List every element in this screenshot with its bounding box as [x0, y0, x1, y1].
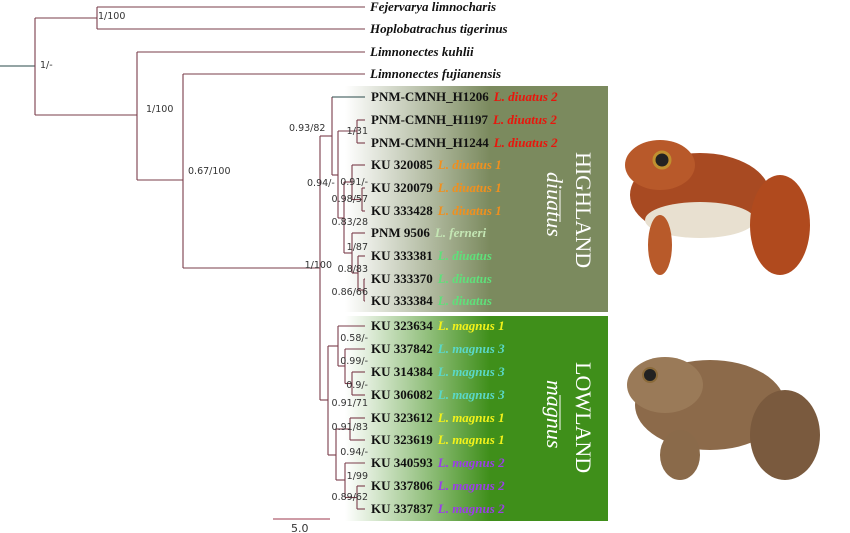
taxon-label: KU 337806 L. magnus 2: [371, 478, 505, 493]
taxon-label: KU 323619 L. magnus 1: [371, 432, 505, 447]
species-name: L. diuatus: [437, 293, 492, 308]
support-value: 0.83/28: [332, 217, 368, 228]
specimen-id: KU 337806: [371, 478, 433, 493]
taxon-label: PNM 9506 L. ferneri: [371, 225, 487, 240]
highland-clade-species: diuatus: [542, 172, 567, 237]
support-value: 1/99: [347, 471, 368, 482]
species-name: L. diuatus: [437, 248, 492, 263]
taxon-label: KU 333370 L. diuatus: [371, 271, 492, 286]
taxon-label: PNM-CMNH_H1244 L. diuatus 2: [371, 135, 558, 150]
species-name: L. magnus 1: [437, 432, 505, 447]
taxon-label: KU 333384 L. diuatus: [371, 293, 492, 308]
outgroup-label: Hoplobatrachus tigerinus: [369, 21, 508, 36]
specimen-id: KU 333370: [371, 271, 433, 286]
support-value: 1/100: [98, 11, 125, 22]
specimen-id: PNM-CMNH_H1206: [371, 89, 489, 104]
taxon-label: KU 333381 L. diuatus: [371, 248, 492, 263]
species-name: L. diuatus 1: [437, 180, 502, 195]
specimen-id: KU 333384: [371, 293, 433, 308]
species-name: L. diuatus 1: [437, 203, 502, 218]
support-value: 0.58/-: [340, 333, 368, 344]
support-value: 0.8/83: [338, 264, 368, 275]
frog-diuatus-image: [625, 140, 810, 275]
specimen-id: KU 320079: [371, 180, 433, 195]
support-value: 1/-: [40, 60, 53, 71]
support-value: 0.99/-: [340, 356, 368, 367]
support-value: 0.94/-: [340, 447, 368, 458]
species-name: L. magnus 2: [437, 455, 505, 470]
support-value: 0.94/-: [307, 178, 335, 189]
support-value: 0.93/82: [289, 123, 325, 134]
support-value: 0.91/71: [332, 398, 368, 409]
specimen-id: KU 340593: [371, 455, 433, 470]
specimen-id: KU 323634: [371, 318, 433, 333]
specimen-id: KU 337837: [371, 501, 433, 516]
support-value: 1/87: [347, 242, 368, 253]
taxon-label: KU 320079 L. diuatus 1: [371, 180, 502, 195]
support-value: 0.9/-: [346, 380, 368, 391]
species-name: L. diuatus 1: [437, 157, 502, 172]
specimen-id: PNM-CMNH_H1197: [371, 112, 488, 127]
taxon-label: KU 320085 L. diuatus 1: [371, 157, 502, 172]
lowland-clade-title: LOWLAND: [571, 362, 596, 473]
support-value: 0.91/83: [332, 422, 368, 433]
support-value: 0.67/100: [188, 166, 231, 177]
taxon-label: KU 306082 L. magnus 3: [371, 387, 505, 402]
specimen-id: KU 306082: [371, 387, 433, 402]
outgroup-label: Limnonectes fujianensis: [369, 66, 501, 81]
species-name: L. magnus 3: [437, 341, 505, 356]
species-name: L. magnus 2: [437, 501, 505, 516]
support-value: 0.89/62: [332, 492, 368, 503]
support-value: 1/100: [146, 104, 173, 115]
taxon-label: KU 314384 L. magnus 3: [371, 364, 505, 379]
highland-clade-box: [345, 86, 608, 312]
specimen-id: KU 323612: [371, 410, 433, 425]
specimen-id: KU 323619: [371, 432, 433, 447]
taxon-label: KU 333428 L. diuatus 1: [371, 203, 502, 218]
lowland-clade-box: [345, 316, 608, 521]
support-value: 1/100: [305, 260, 332, 271]
lowland-clade-species: magnus: [542, 380, 567, 448]
tree-branches: [0, 6, 365, 510]
species-name: L. diuatus 2: [493, 89, 558, 104]
species-name: L. diuatus 2: [492, 112, 557, 127]
highland-clade-title: HIGHLAND: [571, 152, 596, 268]
specimen-id: PNM 9506: [371, 225, 430, 240]
specimen-id: PNM-CMNH_H1244: [371, 135, 489, 150]
taxon-label: KU 337842 L. magnus 3: [371, 341, 505, 356]
taxon-label: KU 340593 L. magnus 2: [371, 455, 505, 470]
taxon-label: KU 323612 L. magnus 1: [371, 410, 505, 425]
specimen-id: KU 333381: [371, 248, 433, 263]
species-name: L. magnus 3: [437, 364, 505, 379]
species-name: L. magnus 3: [437, 387, 505, 402]
species-name: L. diuatus: [437, 271, 492, 286]
outgroup-label: Fejervarya limnocharis: [369, 0, 496, 14]
specimen-id: KU 333428: [371, 203, 433, 218]
taxon-label: PNM-CMNH_H1197 L. diuatus 2: [371, 112, 557, 127]
specimen-id: KU 320085: [371, 157, 433, 172]
species-name: L. ferneri: [434, 225, 487, 240]
species-name: L. magnus 1: [437, 318, 505, 333]
frog-magnus-image: [627, 357, 820, 480]
scale-bar-label: 5.0: [291, 522, 309, 533]
support-value: 0.91/-: [340, 177, 368, 188]
species-name: L. magnus 1: [437, 410, 505, 425]
taxon-label: KU 323634 L. magnus 1: [371, 318, 505, 333]
species-name: L. magnus 2: [437, 478, 505, 493]
support-value: 0.86/66: [332, 287, 368, 298]
support-value: 0.98/57: [332, 194, 368, 205]
specimen-id: KU 314384: [371, 364, 433, 379]
specimen-id: KU 337842: [371, 341, 433, 356]
outgroup-label: Limnonectes kuhlii: [369, 44, 474, 59]
support-value: 1/31: [347, 126, 368, 137]
taxon-label: PNM-CMNH_H1206 L. diuatus 2: [371, 89, 558, 104]
taxon-label: KU 337837 L. magnus 2: [371, 501, 505, 516]
species-name: L. diuatus 2: [493, 135, 558, 150]
